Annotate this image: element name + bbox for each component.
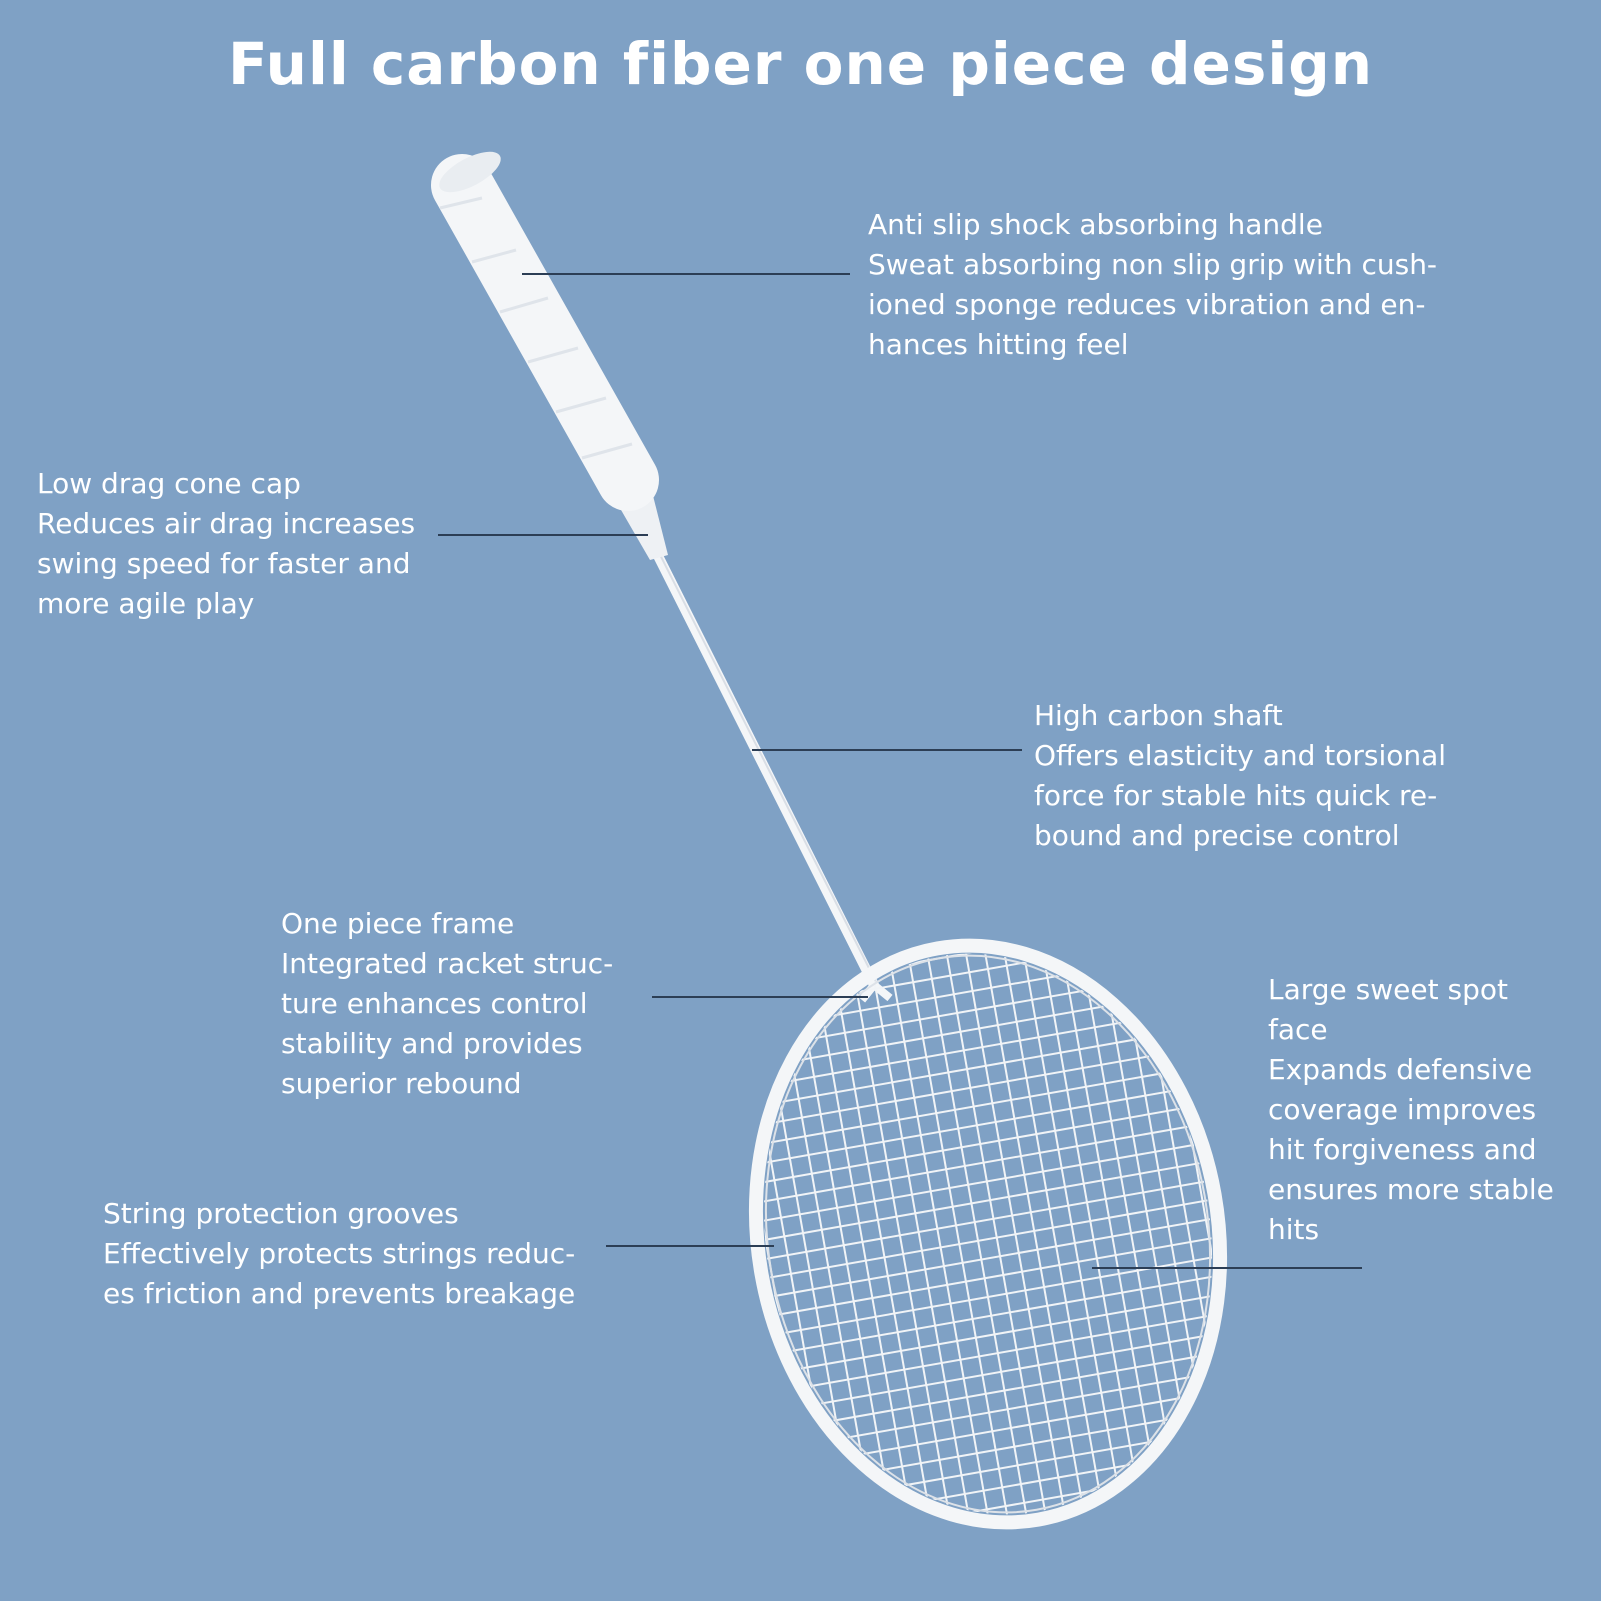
cross-string [755, 1160, 1209, 1243]
cross-string [762, 1198, 1216, 1280]
main-string [981, 940, 1085, 1512]
callout-cone-cap-line: more agile play [37, 587, 255, 620]
callout-sweet-spot-line: face [1268, 1013, 1328, 1046]
page-title: Full carbon fiber one piece design [227, 30, 1374, 98]
main-string [832, 966, 935, 1539]
callout-frame-line: Integrated racket struc- [281, 947, 614, 980]
callout-cone-cap-line: Reduces air drag increases [37, 507, 416, 540]
cross-string [778, 1291, 1233, 1374]
callout-sweet-spot-line: hit forgiveness and [1268, 1133, 1537, 1166]
cross-string [742, 1085, 1196, 1168]
main-string [888, 956, 992, 1529]
racket-head [720, 917, 1256, 1551]
main-string [813, 969, 917, 1542]
callout-shaft-line: bound and precise control [1034, 819, 1400, 852]
callout-grooves-line: es friction and prevents breakage [103, 1277, 576, 1310]
callout-grooves-line: Effectively protects strings reduc- [103, 1237, 576, 1270]
main-string [869, 960, 973, 1532]
callout-frame: One piece frame Integrated racket struc-… [281, 904, 613, 1104]
cross-string [775, 1272, 1229, 1355]
callout-cone-cap-heading: Low drag cone cap [37, 467, 301, 500]
callout-grooves: String protection grooves Effectively pr… [103, 1194, 575, 1314]
cross-string [758, 1179, 1213, 1262]
callout-handle-line: Sweat absorbing non slip grip with cush- [868, 248, 1438, 281]
cross-string [748, 1123, 1203, 1206]
callout-shaft-line: force for stable hits quick re- [1034, 779, 1438, 812]
main-string [907, 953, 1010, 1525]
main-string [1150, 917, 1254, 1483]
cross-string [732, 1029, 1186, 1112]
callout-sweet-spot-heading: Large sweet spot [1268, 973, 1508, 1006]
racket-strings [720, 917, 1256, 1551]
main-string [944, 946, 1048, 1519]
callout-frame-line: ture enhances control [281, 987, 588, 1020]
cross-string [745, 1104, 1200, 1187]
cross-string [722, 973, 1176, 1056]
callout-frame-line: superior rebound [281, 1067, 522, 1100]
main-string [1038, 930, 1141, 1502]
cross-string [795, 1385, 1249, 1467]
callout-shaft: High carbon shaft Offers elasticity and … [1034, 696, 1446, 856]
main-string [1056, 927, 1160, 1499]
cross-string [768, 1235, 1223, 1318]
main-string [1112, 917, 1216, 1489]
racket-shaft [635, 515, 879, 990]
callout-sweet-spot-line: ensures more stable [1268, 1173, 1554, 1206]
callout-frame-heading: One piece frame [281, 907, 515, 940]
cross-string [729, 1010, 1183, 1093]
cross-string [739, 1067, 1193, 1149]
main-string [794, 973, 898, 1545]
callout-grooves-heading: String protection grooves [103, 1197, 459, 1230]
callout-cone-cap-line: swing speed for faster and [37, 547, 411, 580]
main-string [963, 943, 1066, 1516]
callout-sweet-spot-line: Expands defensive [1268, 1053, 1533, 1086]
callout-cone-cap: Low drag cone cap Reduces air drag incre… [37, 464, 415, 624]
cross-string [765, 1216, 1219, 1299]
cross-string [781, 1310, 1236, 1393]
callout-shaft-heading: High carbon shaft [1034, 699, 1283, 732]
main-string [1075, 923, 1179, 1496]
main-string [757, 979, 861, 1551]
racket-handle [431, 151, 659, 511]
callout-handle-line: hances hitting feel [868, 328, 1129, 361]
main-string [1019, 933, 1123, 1506]
callout-frame-line: stability and provides [281, 1027, 583, 1060]
callout-shaft-line: Offers elasticity and torsional [1034, 739, 1447, 772]
callout-sweet-spot-line: coverage improves [1268, 1093, 1537, 1126]
cross-string [785, 1328, 1239, 1411]
callout-sweet-spot-line: hits [1268, 1213, 1320, 1246]
callout-handle-heading: Anti slip shock absorbing handle [868, 208, 1323, 241]
main-string [925, 950, 1029, 1522]
main-string [850, 963, 954, 1535]
leader-lines [438, 273, 1362, 1269]
callout-sweet-spot: Large sweet spot face Expands defensive … [1268, 970, 1554, 1250]
cross-string [752, 1141, 1206, 1224]
callout-handle-line: ioned sponge reduces vibration and en- [868, 288, 1426, 321]
cross-string [788, 1347, 1242, 1430]
callout-handle: Anti slip shock absorbing handle Sweat a… [868, 205, 1437, 365]
cross-string [735, 1048, 1190, 1131]
cross-string [791, 1366, 1246, 1449]
main-string [1000, 936, 1104, 1509]
